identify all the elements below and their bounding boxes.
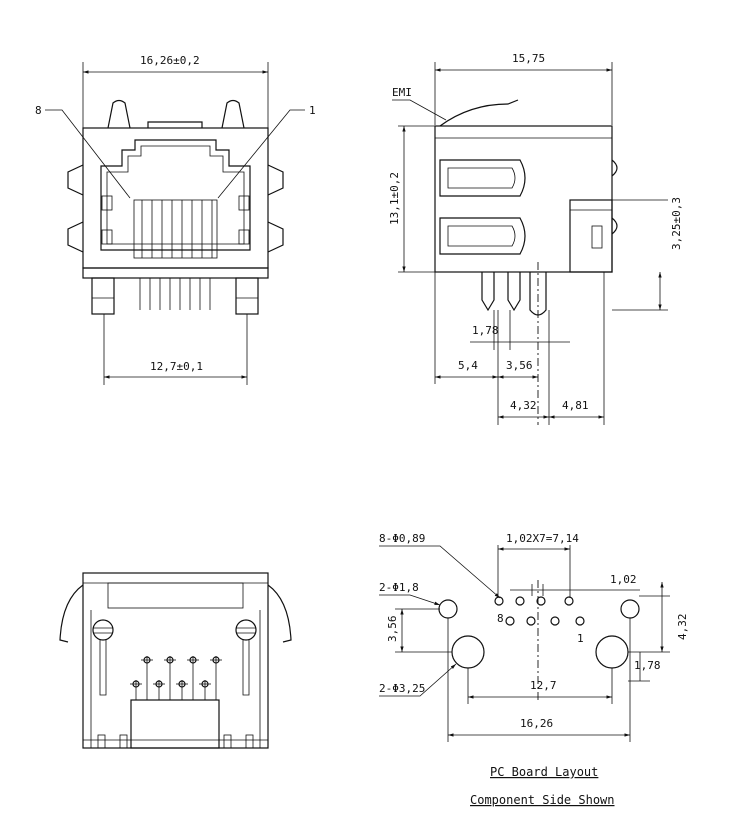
pcb-pitch-label: 1,02X7=7,14 — [506, 532, 579, 545]
side-slot-bottom — [439, 217, 526, 255]
front-pin1-label: 1 — [309, 104, 316, 117]
pcb-pin-holes — [494, 596, 585, 626]
front-width-label: 16,26±0,2 — [140, 54, 200, 67]
front-side-bump-l1 — [67, 164, 84, 196]
side-pin-a — [481, 272, 495, 312]
pcb-pin1-label: 1 — [577, 632, 584, 645]
front-contacts — [133, 199, 218, 259]
side-rear-block — [569, 199, 613, 273]
pcb-caption-1: PC Board Layout — [490, 765, 598, 779]
pcb-356-label: 3,56 — [386, 616, 399, 643]
front-pin-span-label: 12,7±0,1 — [150, 360, 203, 373]
front-latch-tab — [147, 121, 203, 128]
front-side-bump-r2 — [267, 221, 284, 253]
side-post-label: 3,25±0,3 — [670, 197, 683, 250]
pcb-pitch-102-label: 1,02 — [610, 573, 637, 586]
rear-contact-block — [130, 699, 220, 749]
side-body — [434, 125, 613, 273]
pcb-big-hole-right — [595, 635, 629, 669]
front-body — [82, 127, 269, 269]
rear-spring-right — [267, 584, 292, 643]
pcb-big-hole-left — [451, 635, 485, 669]
pcb-127-label: 12,7 — [530, 679, 557, 692]
front-post-left — [91, 277, 115, 315]
front-post-right — [235, 277, 259, 315]
rear-pins — [130, 656, 222, 700]
side-178-label: 1,78 — [472, 324, 499, 337]
pcb-1626-label: 16,26 — [520, 717, 553, 730]
side-481-label: 4,81 — [562, 399, 589, 412]
side-432-label: 4,32 — [510, 399, 537, 412]
side-emi-label: EMI — [392, 86, 412, 99]
pcb-178-label: 1,78 — [634, 659, 661, 672]
front-port-opening — [100, 139, 251, 251]
front-top-spike-right — [221, 99, 245, 129]
pcb-432-label: 4,32 — [676, 614, 689, 641]
front-base — [82, 267, 269, 279]
rear-led-right — [235, 619, 257, 641]
side-length-label: 15,75 — [512, 52, 545, 65]
rear-body — [82, 572, 269, 749]
side-54-label: 5,4 — [458, 359, 478, 372]
side-height-label: 13,1±0,2 — [388, 172, 401, 225]
pcb-big-holes-label: 2-Φ3,25 — [379, 682, 425, 695]
rear-view — [59, 572, 292, 749]
pcb-small-hole-right — [620, 599, 640, 619]
front-view: 16,26±0,2 — [35, 54, 316, 385]
rear-spring-left — [59, 584, 84, 643]
pcb-caption-2: Component Side Shown — [470, 793, 615, 807]
front-pin8-label: 8 — [35, 104, 42, 117]
side-view: 15,75 EMI 13,1±0,2 3,25±0,3 — [388, 52, 683, 425]
front-side-bump-r1 — [267, 164, 284, 196]
pin1-leader — [217, 109, 305, 199]
side-slot-top — [439, 159, 526, 197]
front-top-spike-left — [107, 99, 131, 129]
pcb-pin8-label: 8 — [497, 612, 504, 625]
front-pins — [139, 278, 211, 310]
pcb-pin-holes-label: 8-Φ0,89 — [379, 532, 425, 545]
pcb-small-hole-left — [438, 599, 458, 619]
front-side-bump-l2 — [67, 221, 84, 253]
pcb-layout: 1,02X7=7,14 8-Φ0,89 1,02 2-Φ1,8 2-Φ3,25 — [379, 532, 689, 807]
pcb-small-holes-label: 2-Φ1,8 — [379, 581, 419, 594]
side-356-label: 3,56 — [506, 359, 533, 372]
emi-spring — [439, 99, 519, 127]
rear-led-left — [92, 619, 114, 641]
side-pin-b — [507, 272, 521, 312]
pin8-leader — [45, 109, 131, 199]
